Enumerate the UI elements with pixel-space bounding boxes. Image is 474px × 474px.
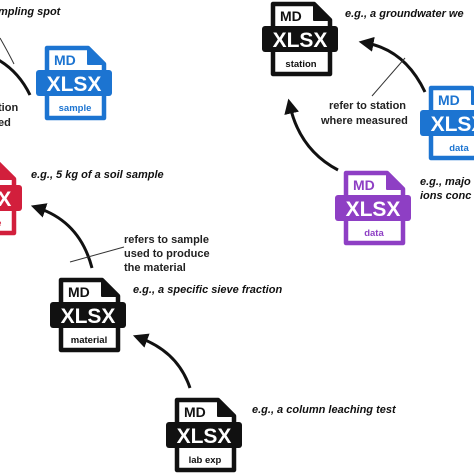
file-format-band bbox=[36, 70, 112, 96]
xlsx-file-icon-lab-exp: MD XLSX lab exp bbox=[166, 397, 242, 473]
arrow-station-data-to-station bbox=[358, 36, 427, 93]
example-column: e.g., a column leaching test bbox=[252, 404, 397, 416]
xlsx-file-icon-station: MD XLSX station bbox=[262, 1, 338, 77]
note-station-left-1: tion bbox=[0, 102, 18, 114]
file-format-band bbox=[0, 185, 22, 211]
xlsx-file-icon-sample: MD XLSX sample bbox=[36, 45, 112, 121]
file-md-label: MD bbox=[54, 52, 76, 68]
file-md-label: MD bbox=[438, 92, 460, 108]
file-corner-fold bbox=[101, 279, 119, 297]
file-format-band bbox=[420, 110, 474, 136]
file-format-band bbox=[50, 302, 126, 328]
file-kind-label: data bbox=[364, 228, 384, 239]
file-md-label: MD bbox=[280, 8, 302, 24]
xlsx-file-icon-sample-data: MD XLSX data bbox=[335, 170, 411, 246]
annotations: mpling spot e.g., a groundwater we e.g.,… bbox=[0, 6, 471, 416]
file-format-label: XLSX bbox=[0, 188, 11, 211]
file-format-label: XLSX bbox=[273, 29, 328, 52]
example-groundwater: e.g., a groundwater we bbox=[345, 8, 464, 20]
file-corner-fold bbox=[87, 47, 105, 65]
example-soil-sample: e.g., 5 kg of a soil sample bbox=[31, 169, 164, 181]
xlsx-file-icon-station-data: MD XLSX data bbox=[420, 85, 474, 161]
note-material-3: the material bbox=[124, 262, 186, 274]
example-major-line1: e.g., majo bbox=[420, 176, 471, 188]
arrow-data-to-station bbox=[284, 98, 339, 172]
file-md-label: MD bbox=[184, 404, 206, 420]
arrow-to-sample-spot bbox=[0, 59, 32, 96]
example-sampling-spot: mpling spot bbox=[0, 6, 62, 18]
arrow-material-to-soil bbox=[30, 203, 94, 269]
file-md-label: MD bbox=[68, 284, 90, 300]
file-kind-label: station bbox=[285, 59, 316, 70]
file-kind-label: sample bbox=[59, 103, 92, 114]
file-format-label: XLSX bbox=[346, 198, 401, 221]
file-format-band bbox=[166, 422, 242, 448]
example-sieve: e.g., a specific sieve fraction bbox=[133, 284, 282, 296]
example-major-line2: ions conc bbox=[420, 190, 471, 202]
leader-material-note bbox=[69, 246, 125, 263]
file-format-band bbox=[335, 195, 411, 221]
note-material-1: refers to sample bbox=[124, 234, 209, 246]
xlsx-file-icon-material: MD XLSX material bbox=[50, 277, 126, 353]
relation-arrows bbox=[0, 36, 427, 389]
leader-sampling-spot bbox=[0, 37, 15, 65]
file-format-label: XLSX bbox=[431, 113, 474, 136]
file-corner-fold bbox=[217, 399, 235, 417]
file-corner-fold bbox=[313, 3, 331, 21]
note-station-left-2: ed bbox=[0, 117, 11, 129]
file-format-label: XLSX bbox=[47, 73, 102, 96]
leader-station-right bbox=[371, 57, 406, 97]
arrow-labexp-to-material bbox=[132, 333, 192, 389]
file-corner-fold bbox=[386, 172, 404, 190]
note-station-right-1: refer to station bbox=[329, 100, 406, 112]
file-format-label: XLSX bbox=[177, 425, 232, 448]
file-kind-label: data bbox=[449, 143, 469, 154]
note-station-right-2: where measured bbox=[320, 115, 408, 127]
file-md-label: MD bbox=[353, 177, 375, 193]
file-kind-label: lab exp bbox=[189, 455, 222, 466]
file-kind-label: sample bbox=[0, 218, 1, 229]
note-material-2: used to produce bbox=[124, 248, 210, 260]
file-kind-label: material bbox=[71, 335, 107, 346]
file-corner-fold bbox=[0, 163, 15, 180]
file-format-band bbox=[262, 26, 338, 52]
file-format-label: XLSX bbox=[61, 305, 116, 328]
